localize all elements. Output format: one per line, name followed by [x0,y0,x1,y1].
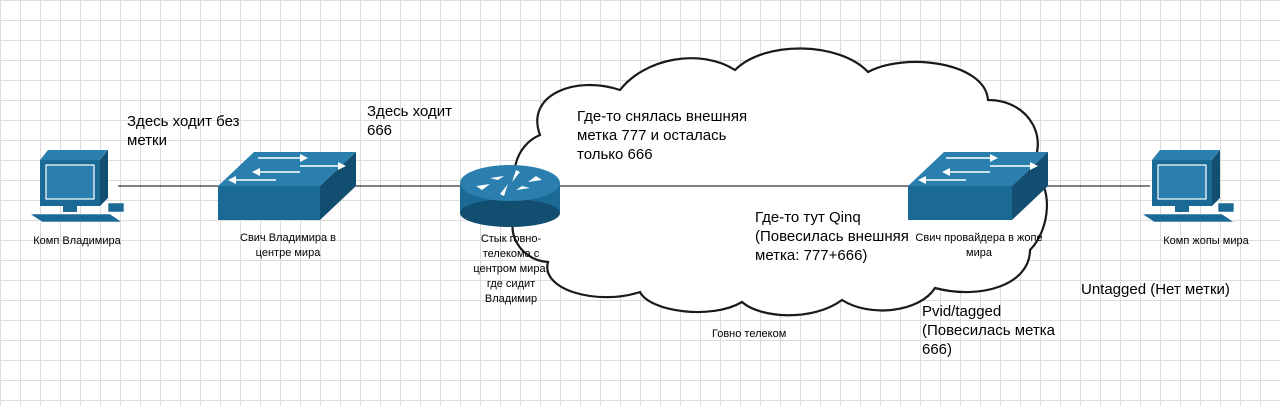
label-switch-right: Свич провайдера в жопе мира [915,232,1043,259]
cloud-label: Говно телеком [712,328,787,340]
label-switch-left: Свич Владимира в центре мира [240,232,336,259]
annotation-pvid-tagged: Pvid/tagged (Повесилась метка 666) [922,303,1055,358]
switch-icon [218,152,356,220]
annotation-untagged-link: Здесь ходит без метки [127,113,240,149]
router-icon [460,165,560,227]
label-pc-left: Комп Владимира [33,235,121,247]
annotation-untagged-end: Untagged (Нет метки) [1081,281,1230,298]
computer-icon [1141,150,1235,223]
label-router: Стык говно-телекома с центром мира, где … [473,233,549,305]
annotation-qinq: Где-то тут Qinq (Повесилась внешняя метк… [755,209,909,264]
provider-cloud [511,47,1049,317]
label-pc-right: Комп жопы мира [1163,235,1249,247]
switch-icon [908,152,1048,220]
annotation-tag-666-link: Здесь ходит 666 [367,103,452,139]
computer-icon [29,150,125,223]
annotation-tag-removed: Где-то снялась внешняя метка 777 и остал… [577,108,748,163]
